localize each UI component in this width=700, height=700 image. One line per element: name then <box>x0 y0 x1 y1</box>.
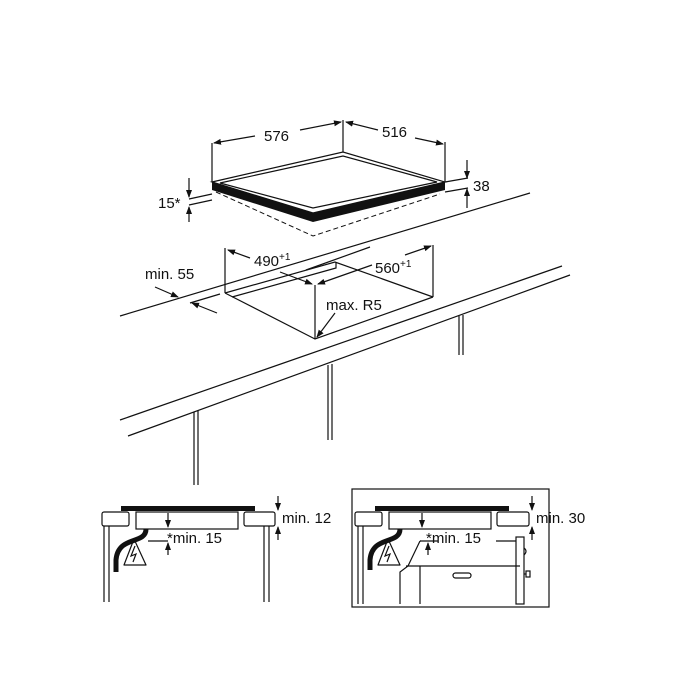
cutout-depth-label: 490+1 <box>254 252 291 270</box>
electrical-hazard-icon <box>123 538 147 566</box>
hob-width-label: 576 <box>264 128 289 145</box>
cutout-drawing <box>224 245 434 340</box>
cutout-width-label: 560+1 <box>375 259 412 277</box>
cutout-depth-dimension: 490+1 <box>227 249 313 285</box>
radius-callout: max. R5 <box>316 297 382 338</box>
left-bottom-clearance-label: *min. 15 <box>167 530 222 547</box>
section-right: min. 30 *min. 15 <box>351 488 585 608</box>
hob-width-dimension: 576 <box>213 120 342 145</box>
electrical-hazard-icon <box>377 538 401 566</box>
hob-height-label: 38 <box>473 178 490 195</box>
hob-depth-dimension: 516 <box>345 120 444 146</box>
countertop-drawing <box>119 192 571 485</box>
hob-depth-label: 516 <box>382 124 407 141</box>
left-top-clearance-label: min. 12 <box>282 510 331 527</box>
hob-offset-label: 15* <box>158 195 181 212</box>
right-bottom-clearance-label: *min. 15 <box>426 530 481 547</box>
right-top-clearance-label: min. 30 <box>536 510 585 527</box>
cutout-width-dimension: 560+1 <box>305 245 432 285</box>
hob-offset-dimension: 15* <box>158 178 213 222</box>
hob-height-dimension: 38 <box>444 160 490 208</box>
edge-distance-label: min. 55 <box>145 266 194 283</box>
edge-distance-dimension: min. 55 <box>145 266 221 314</box>
section-left: min. 12 *min. 15 <box>101 496 331 602</box>
radius-label: max. R5 <box>326 297 382 314</box>
